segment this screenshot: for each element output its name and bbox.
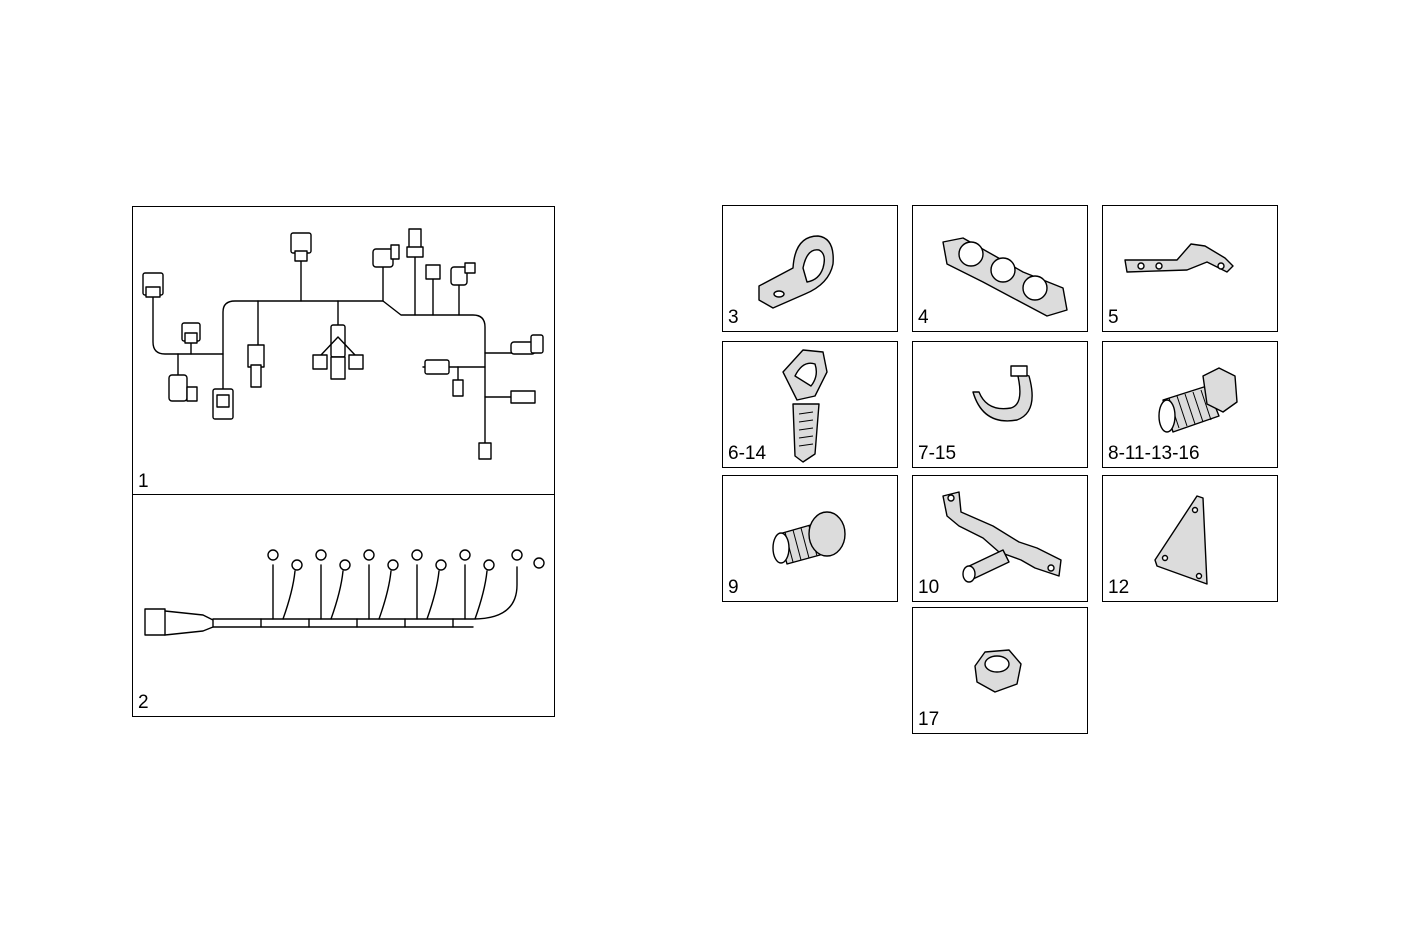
triple-pipe-clip-icon [942, 237, 1068, 317]
bent-bracket-icon [1124, 243, 1234, 273]
triangular-plate-icon [1154, 495, 1208, 585]
panel-7-15-cable-tie[interactable]: 7-15 [912, 341, 1088, 468]
panel-5-bracket[interactable]: 5 [1102, 205, 1278, 332]
panel-label: 3 [728, 307, 739, 328]
panel-9-flange-bolt[interactable]: 9 [722, 475, 898, 602]
panel-10-stud-bracket[interactable]: 10 [912, 475, 1088, 602]
panel-6-14-clip[interactable]: 6-14 [722, 341, 898, 468]
panel-2-wiring-harness[interactable]: 2 [132, 494, 555, 717]
panel-4-triple-clip[interactable]: 4 [912, 205, 1088, 332]
stud-bracket-icon [942, 491, 1062, 583]
wiring-harness-injector-icon [144, 549, 545, 636]
panel-label: 4 [918, 307, 929, 328]
flange-bolt-icon [772, 511, 846, 565]
panel-label: 7-15 [918, 443, 957, 464]
panel-label: 10 [918, 577, 940, 598]
panel-label: 17 [918, 709, 940, 730]
panel-1-wiring-harness[interactable]: 1 [132, 206, 555, 496]
panel-label: 1 [138, 471, 149, 492]
panel-12-triangular-plate[interactable]: 12 [1102, 475, 1278, 602]
panel-label: 2 [138, 692, 149, 713]
p-clamp-icon [758, 235, 834, 309]
panel-label: 6-14 [728, 443, 767, 464]
cable-tie-icon [972, 365, 1033, 422]
panel-3-p-clamp[interactable]: 3 [722, 205, 898, 332]
panel-17-hex-nut[interactable]: 17 [912, 607, 1088, 734]
hex-bolt-icon [1158, 367, 1238, 433]
panel-label: 8-11-13-16 [1108, 443, 1200, 464]
wiring-harness-main-icon [142, 228, 544, 460]
panel-8-11-13-16-hex-bolt[interactable]: 8-11-13-16 [1102, 341, 1278, 468]
panel-label: 9 [728, 577, 739, 598]
hex-nut-icon [974, 649, 1022, 693]
panel-label: 12 [1108, 577, 1130, 598]
panel-label: 5 [1108, 307, 1119, 328]
cable-tie-clip-icon [782, 349, 828, 463]
